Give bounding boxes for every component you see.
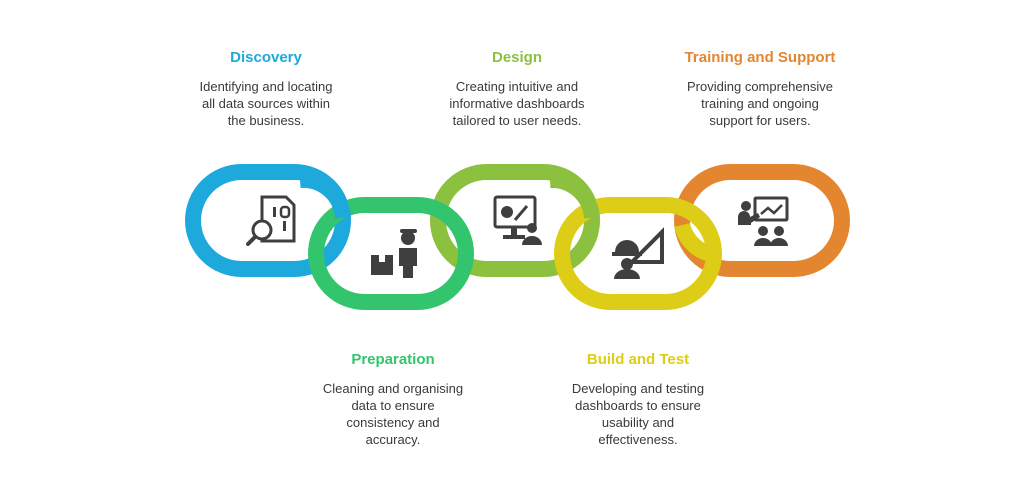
step-description: Identifying and locating all data source… <box>199 79 333 128</box>
step-title: Build and Test <box>586 351 690 368</box>
chain-ring-preparation <box>308 197 474 310</box>
overlap-design <box>549 171 600 219</box>
step-title: Design <box>491 49 542 66</box>
step-title: Discovery <box>230 49 302 66</box>
chain-link-preparation <box>308 197 474 310</box>
chain-ring-training <box>674 164 850 277</box>
training-presentation-icon <box>738 196 789 246</box>
step-description: Creating intuitive and informative dashb… <box>449 79 585 128</box>
step-title: Training and Support <box>684 49 836 66</box>
step-build-test: Build and Test Developing and testing da… <box>548 351 728 448</box>
chain-ring-design <box>430 164 600 277</box>
chain-link-training <box>674 164 850 277</box>
step-description: Cleaning and organising data to ensure c… <box>322 381 464 447</box>
step-discovery: Discovery Identifying and locating all d… <box>176 49 356 129</box>
chain-link-design <box>430 164 600 277</box>
overlap-build <box>674 222 716 263</box>
designer-monitor-icon <box>493 195 542 245</box>
data-search-icon <box>246 195 296 246</box>
worker-box-icon <box>371 229 417 278</box>
chain-link-discovery <box>185 164 351 277</box>
engineer-triangle-icon <box>612 227 664 279</box>
step-training-support: Training and Support Providing comprehen… <box>660 49 860 129</box>
step-description: Developing and testing dashboards to ens… <box>571 381 705 447</box>
step-preparation: Preparation Cleaning and organising data… <box>303 351 483 448</box>
overlap-discovery <box>299 171 351 219</box>
step-design: Design Creating intuitive and informativ… <box>427 49 607 129</box>
step-title: Preparation <box>351 351 435 368</box>
chain-ring-discovery <box>185 164 351 277</box>
step-description: Providing comprehensive training and ong… <box>687 79 833 128</box>
